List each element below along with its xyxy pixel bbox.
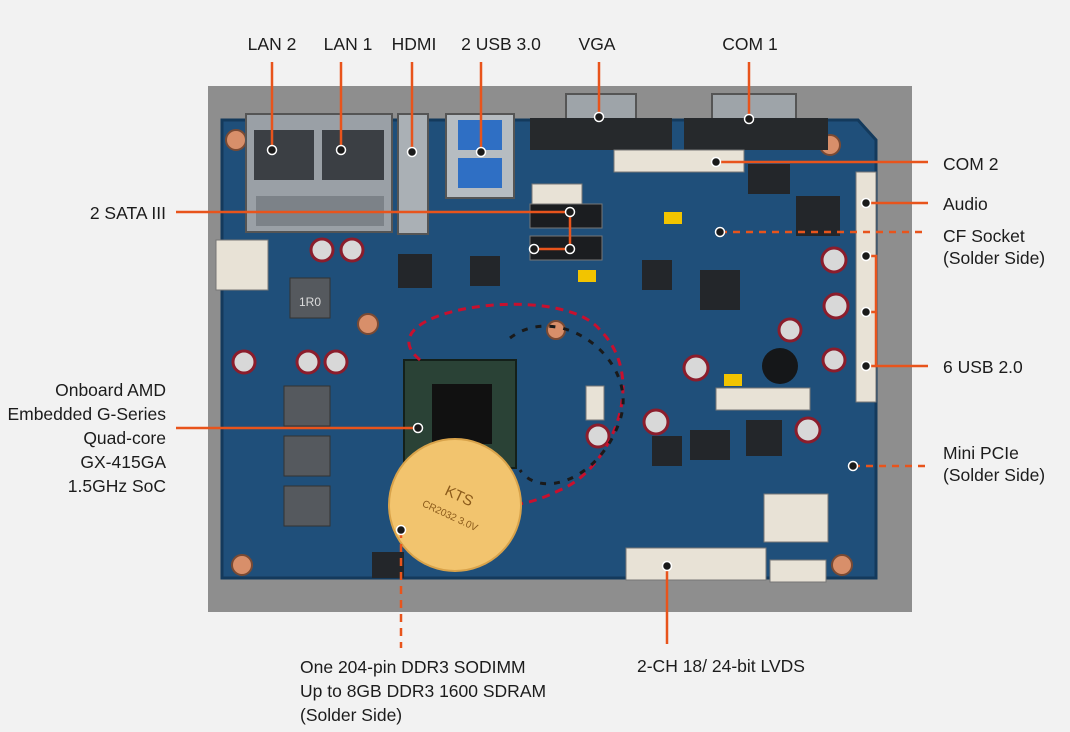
coin-battery: KTS CR2032 3.0V [388,438,522,572]
label-soc-line3: Quad-core [83,428,166,448]
label-hdmi: HDMI [391,34,437,54]
label-sodimm-line3: (Solder Side) [300,705,403,725]
label-soc: Onboard AMD Embedded G-Series Quad-core … [7,378,166,498]
label-audio: Audio [943,194,988,214]
label-usb2: 6 USB 2.0 [943,357,1023,377]
label-cf-socket-line1: CF Socket [943,226,1025,246]
ic-chips [372,164,840,578]
label-mini-pcie-line1: Mini PCIe [943,443,1019,463]
label-cf-socket-line2: (Solder Side) [943,248,1046,268]
label-soc-line5: 1.5GHz SoC [67,476,166,496]
label-soc-line1: Onboard AMD [55,380,166,400]
capacitors [231,237,850,449]
lvds-connector [625,547,767,581]
pcb-board [222,120,876,578]
label-sodimm-line1: One 204-pin DDR3 SODIMM [300,657,526,677]
callout-lines [176,62,928,648]
mounting-holes [225,129,853,576]
label-com2: COM 2 [943,154,999,174]
label-usb3: 2 USB 3.0 [461,34,541,54]
cap-marking: 1R0 [299,295,321,309]
callout-dots [266,111,872,572]
buzzer [762,348,798,384]
lan-connectors [245,113,393,233]
inductors [283,277,331,527]
label-com1: COM 1 [722,34,778,54]
label-soc-line2: Embedded G-Series [7,404,166,424]
label-sodimm-line2: Up to 8GB DDR3 1600 SDRAM [300,681,547,701]
battery-wire-2 [509,324,625,486]
label-soc-line4: GX-415GA [80,452,166,472]
com1-connector [684,93,828,150]
label-mini-pcie: Mini PCIe (Solder Side) [943,442,1045,486]
jumpers [578,212,742,386]
label-cf-socket: CF Socket (Solder Side) [943,225,1045,269]
headers [215,149,877,583]
label-sodimm: One 204-pin DDR3 SODIMM Up to 8GB DDR3 1… [300,655,546,727]
label-lvds: 2-CH 18/ 24-bit LVDS [637,656,805,676]
label-vga: VGA [578,34,616,54]
label-lan1: LAN 1 [323,34,373,54]
label-mini-pcie-line2: (Solder Side) [943,465,1046,485]
label-lan2: LAN 2 [247,34,297,54]
label-sata: 2 SATA III [89,203,166,223]
